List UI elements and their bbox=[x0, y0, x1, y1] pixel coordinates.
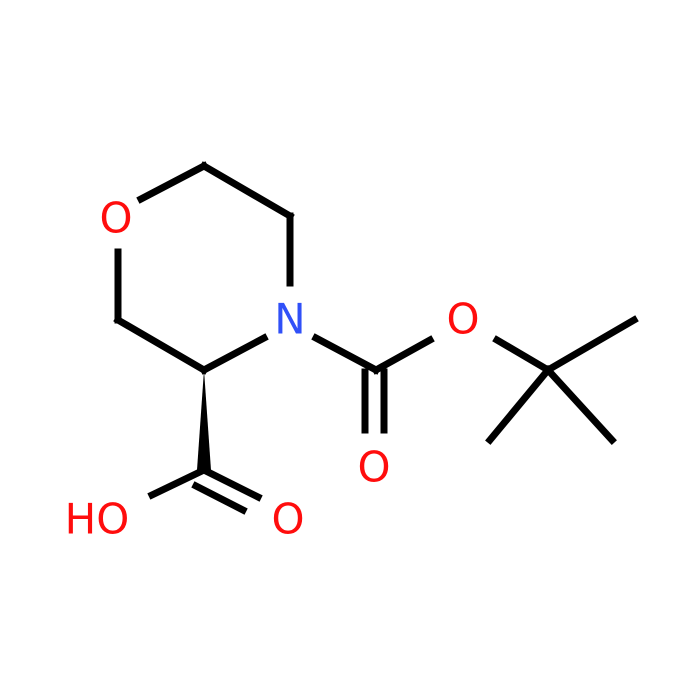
bond-c-oh bbox=[147, 465, 209, 500]
ring-oxygen-label: O bbox=[99, 194, 132, 243]
bond-tbu-me2 bbox=[485, 365, 553, 445]
bond-o-tbu bbox=[492, 335, 553, 375]
bond-carbonyl-o-ester bbox=[371, 335, 435, 375]
hydroxyl-label: HO bbox=[65, 495, 130, 544]
bond-n4-c5 bbox=[199, 333, 269, 375]
bond-tbu-me1 bbox=[543, 315, 639, 375]
ring-nitrogen-label: N bbox=[274, 295, 305, 344]
wedge-bond bbox=[197, 370, 211, 470]
bond-c-o-double-b bbox=[191, 481, 248, 515]
acid-oxygen-label: O bbox=[271, 495, 304, 544]
carbonyl-oxygen-label: O bbox=[357, 443, 390, 492]
ester-oxygen-label: O bbox=[446, 295, 479, 344]
bond-o1-c2 bbox=[136, 161, 209, 204]
bond-c5-c6 bbox=[113, 315, 209, 375]
bond-c-o-double-a bbox=[199, 465, 263, 502]
bond-tbu-me3 bbox=[543, 365, 617, 445]
bond-n-carbonyl bbox=[311, 333, 381, 375]
bond-c2-c3 bbox=[199, 161, 295, 221]
